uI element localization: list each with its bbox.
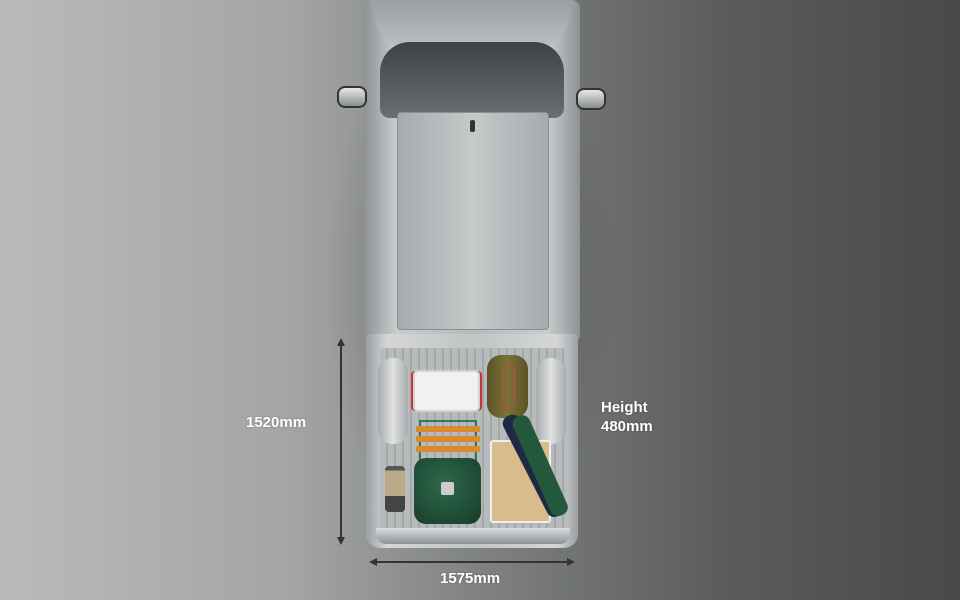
tailgate	[376, 528, 570, 544]
bed-length-label: 1520mm	[246, 414, 307, 431]
arrow-up-icon	[337, 338, 345, 346]
right-wheel-well	[536, 358, 566, 444]
height-value: 480mm	[601, 418, 653, 435]
stove-latch	[441, 482, 454, 495]
chair-slat	[416, 446, 480, 452]
chair-slat	[416, 426, 480, 432]
right-mirror	[576, 88, 606, 110]
lantern	[385, 466, 405, 512]
truck-hood	[374, 0, 570, 50]
truck-roof	[397, 112, 549, 330]
left-wheel-well	[378, 358, 408, 444]
left-mirror	[337, 86, 367, 108]
length-dimension-line	[340, 342, 342, 542]
cooler-box	[413, 370, 480, 412]
bed-width-label: 1575mm	[440, 570, 501, 587]
height-label: Height 480mm	[601, 398, 653, 436]
antenna	[470, 120, 475, 132]
height-title: Height	[601, 399, 648, 416]
arrow-down-icon	[337, 537, 345, 545]
arrow-right-icon	[567, 558, 575, 566]
arrow-left-icon	[369, 558, 377, 566]
width-dimension-line	[372, 561, 572, 563]
windshield	[380, 42, 564, 118]
chair-slat	[416, 436, 480, 442]
sleeping-bag-logo	[503, 365, 515, 407]
